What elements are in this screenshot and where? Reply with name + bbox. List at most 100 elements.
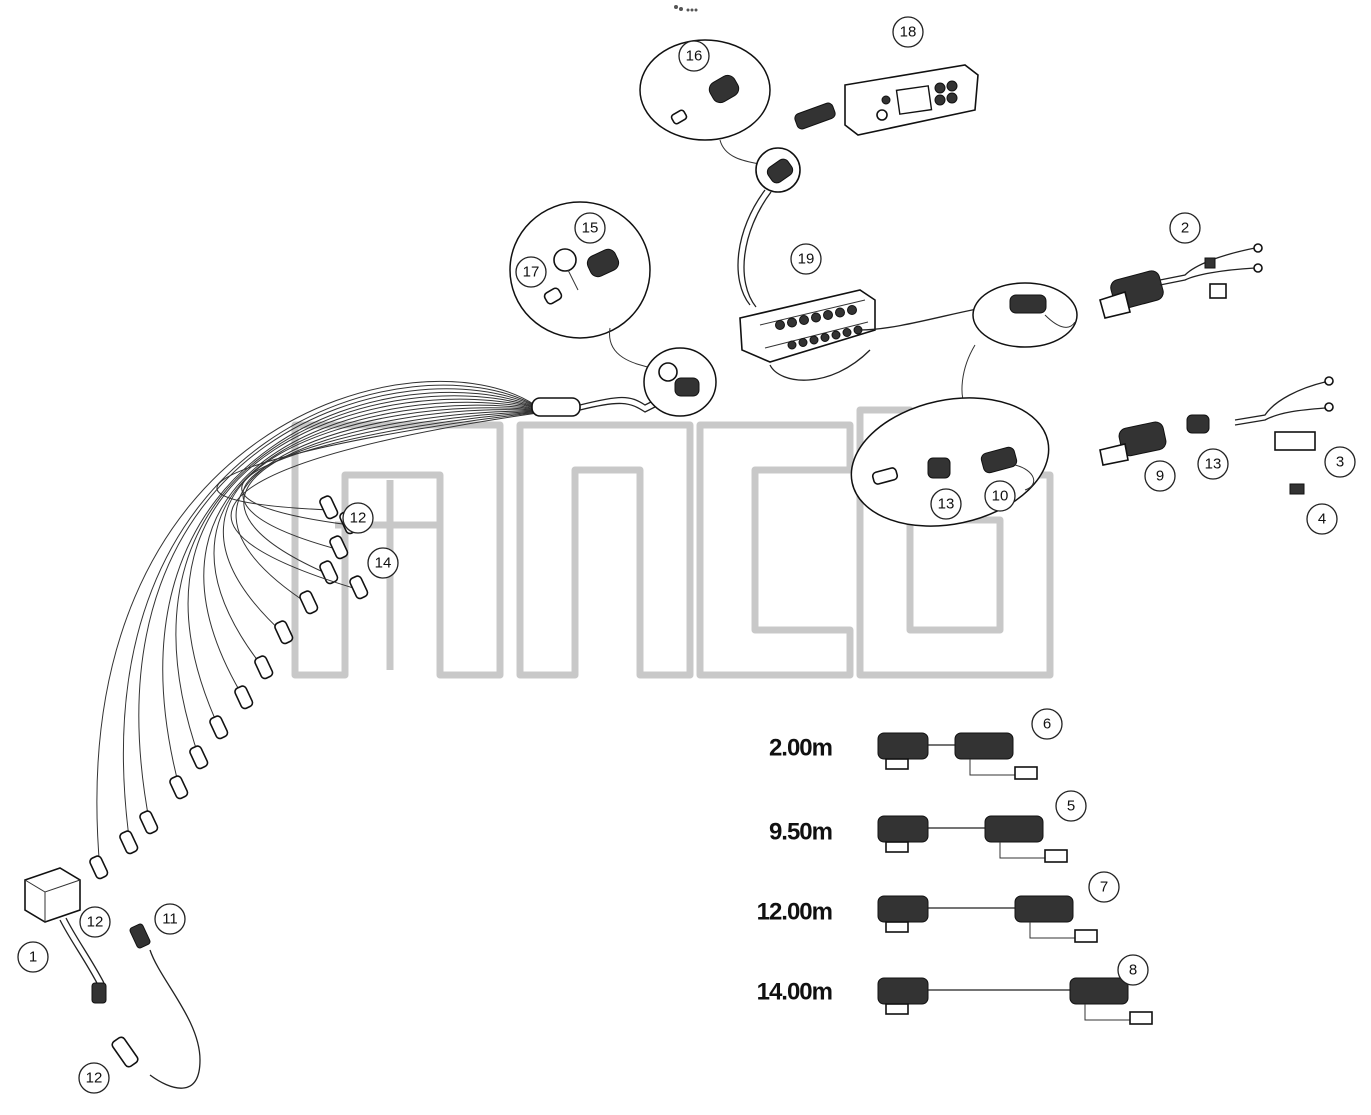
sensor-connector bbox=[319, 560, 339, 585]
callout-10: 10 bbox=[984, 480, 1016, 512]
harness-wire bbox=[96, 380, 536, 871]
display-unit-18 bbox=[794, 64, 979, 136]
callout-number: 16 bbox=[686, 48, 703, 65]
callout-18: 18 bbox=[892, 16, 924, 48]
callout-2: 2 bbox=[1169, 212, 1201, 244]
callout-8: 8 bbox=[1117, 954, 1149, 986]
extension-cables bbox=[877, 732, 1153, 1025]
callout-3: 3 bbox=[1324, 446, 1356, 478]
callout-number: 7 bbox=[1100, 879, 1108, 896]
extension-cable bbox=[877, 895, 1098, 943]
detail-connector-16 bbox=[639, 39, 771, 166]
sensor-connector bbox=[299, 590, 319, 615]
callout-11: 11 bbox=[154, 903, 186, 935]
callout-number: 12 bbox=[350, 510, 367, 527]
callout-number: 4 bbox=[1318, 511, 1326, 528]
fuse-holder-3 bbox=[1274, 431, 1316, 451]
sensor-connector bbox=[209, 715, 229, 740]
callout-7: 7 bbox=[1088, 871, 1120, 903]
harness-sleeve bbox=[531, 397, 581, 417]
callout-number: 14 bbox=[375, 555, 392, 572]
sensor-connector bbox=[274, 620, 294, 645]
sensor-connector bbox=[119, 830, 139, 855]
callout-16: 16 bbox=[678, 40, 710, 72]
callout-number: 15 bbox=[582, 220, 599, 237]
cable-length-label: 14.00m bbox=[757, 979, 832, 1006]
callout-number: 10 bbox=[992, 488, 1009, 505]
callout-17: 17 bbox=[515, 256, 547, 288]
sensor-connector bbox=[139, 810, 159, 835]
harness-wire bbox=[138, 388, 536, 826]
callout-number: 17 bbox=[523, 264, 540, 281]
socket-10-icon bbox=[980, 446, 1018, 474]
callout-9: 9 bbox=[1144, 460, 1176, 492]
sensor-connector bbox=[234, 685, 254, 710]
extension-cable bbox=[877, 815, 1068, 863]
sensor-plug-icon bbox=[586, 248, 620, 278]
nut-13-icon bbox=[927, 457, 951, 479]
callout-number: 2 bbox=[1181, 220, 1189, 237]
callout-13: 13 bbox=[930, 488, 962, 520]
callout-number: 18 bbox=[900, 24, 917, 41]
nut-13-right-icon bbox=[1186, 414, 1210, 434]
callout-13: 13 bbox=[1197, 448, 1229, 480]
callout-12: 12 bbox=[78, 1062, 110, 1094]
power-socket-2 bbox=[1099, 243, 1263, 319]
cable-length-label: 12.00m bbox=[757, 899, 832, 926]
harness-wire bbox=[162, 391, 536, 791]
sensor-connector bbox=[329, 535, 349, 560]
harness-wire bbox=[187, 398, 536, 731]
fuse-4-icon bbox=[1289, 483, 1305, 495]
sensor-connector bbox=[89, 855, 109, 880]
callout-number: 9 bbox=[1156, 468, 1164, 485]
callout-number: 5 bbox=[1067, 798, 1075, 815]
callout-12: 12 bbox=[79, 906, 111, 938]
connector-16-icon bbox=[708, 74, 740, 104]
callout-number: 13 bbox=[938, 496, 955, 513]
callout-number: 1 bbox=[29, 949, 37, 966]
cap-small-icon bbox=[658, 362, 678, 382]
callout-19: 19 bbox=[790, 243, 822, 275]
junction-box-1 bbox=[24, 867, 107, 1004]
harness-wire bbox=[223, 407, 536, 636]
cable-length-label: 9.50m bbox=[769, 819, 832, 846]
monitor-19 bbox=[739, 289, 1001, 381]
callout-6: 6 bbox=[1031, 708, 1063, 740]
sensor-connector bbox=[254, 655, 274, 680]
harness-wire bbox=[123, 384, 536, 846]
callout-number: 12 bbox=[87, 914, 104, 931]
cable-11-12 bbox=[111, 923, 201, 1089]
cap-ring-icon bbox=[553, 248, 577, 272]
callout-number: 6 bbox=[1043, 716, 1051, 733]
harness-wire bbox=[230, 412, 536, 591]
connector-plug-icon bbox=[1009, 294, 1047, 314]
display-screen bbox=[895, 85, 933, 115]
cable-length-label: 2.00m bbox=[769, 735, 832, 762]
callout-number: 11 bbox=[162, 911, 178, 928]
callout-14: 14 bbox=[367, 547, 399, 579]
callout-number: 12 bbox=[86, 1070, 103, 1087]
harness-wire bbox=[216, 412, 536, 511]
sensor-connector bbox=[169, 775, 189, 800]
corner-marks bbox=[674, 5, 698, 12]
monitor-cable bbox=[737, 147, 801, 308]
callout-4: 4 bbox=[1306, 503, 1338, 535]
harness-wire bbox=[213, 404, 536, 671]
sensor-connector bbox=[189, 745, 209, 770]
callout-number: 19 bbox=[798, 251, 815, 268]
harness-wire bbox=[241, 411, 536, 526]
cable-length-labels: 2.00m 9.50m 12.00m 14.00m bbox=[757, 735, 833, 1006]
extension-cable bbox=[877, 977, 1153, 1025]
sensor-connector bbox=[349, 575, 369, 600]
callout-12: 12 bbox=[342, 502, 374, 534]
display-plug-icon bbox=[794, 102, 836, 130]
callout-number: 13 bbox=[1205, 456, 1222, 473]
callout-5: 5 bbox=[1055, 790, 1087, 822]
harness-wire bbox=[235, 409, 536, 606]
detail-connector-15-17 bbox=[509, 201, 717, 417]
callout-1: 1 bbox=[17, 941, 49, 973]
callout-number: 8 bbox=[1129, 962, 1137, 979]
connector-icon bbox=[674, 377, 700, 397]
